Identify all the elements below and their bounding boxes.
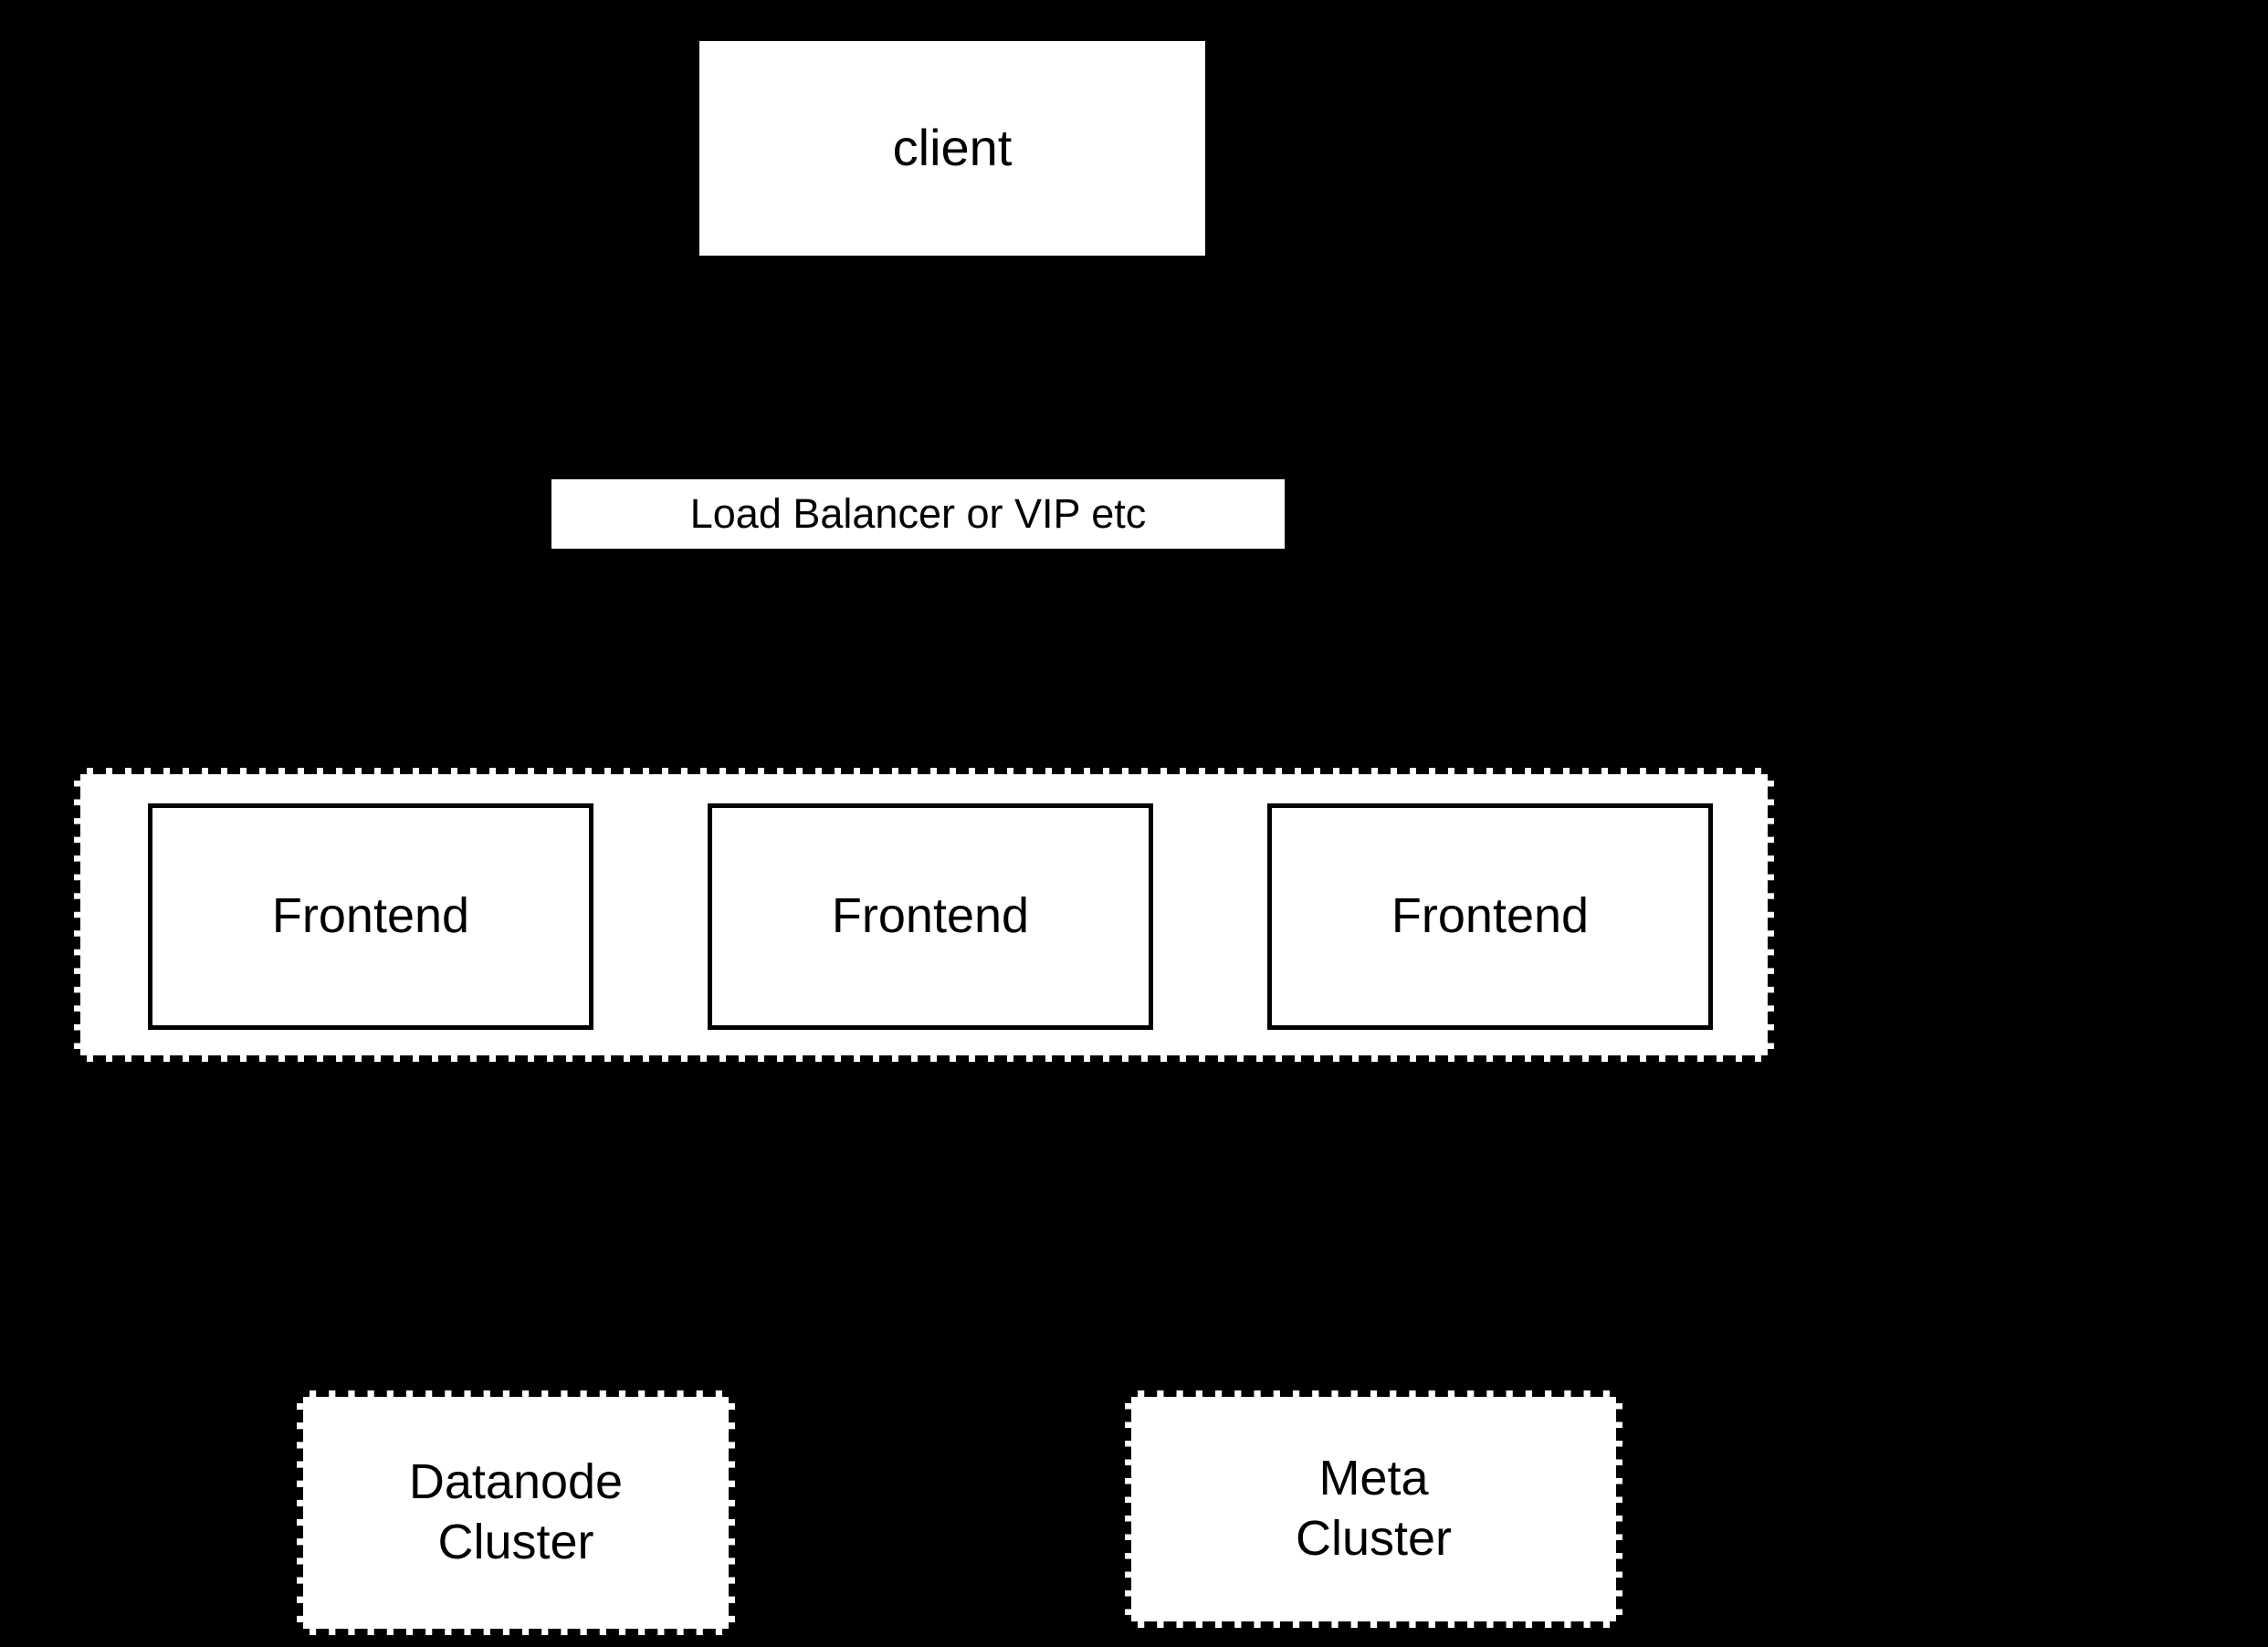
node-load-balancer[interactable]: Load Balancer or VIP etc bbox=[551, 479, 1285, 549]
node-datanode-cluster-label: Datanode Cluster bbox=[408, 1454, 624, 1569]
node-frontend-2[interactable]: Frontend bbox=[708, 803, 1153, 1030]
node-frontend-3-label: Frontend bbox=[1391, 888, 1590, 944]
node-datanode-cluster[interactable]: Datanode Cluster bbox=[297, 1390, 735, 1635]
node-meta-cluster[interactable]: Meta Cluster bbox=[1125, 1390, 1622, 1628]
node-frontend-1-label: Frontend bbox=[271, 888, 470, 944]
node-frontend-2-label: Frontend bbox=[831, 888, 1030, 944]
node-load-balancer-label: Load Balancer or VIP etc bbox=[689, 489, 1147, 537]
node-client-label: client bbox=[892, 119, 1013, 177]
node-frontend-3[interactable]: Frontend bbox=[1267, 803, 1713, 1030]
node-client[interactable]: client bbox=[699, 41, 1205, 256]
node-frontend-1[interactable]: Frontend bbox=[148, 803, 593, 1030]
node-meta-cluster-label: Meta Cluster bbox=[1295, 1451, 1453, 1566]
